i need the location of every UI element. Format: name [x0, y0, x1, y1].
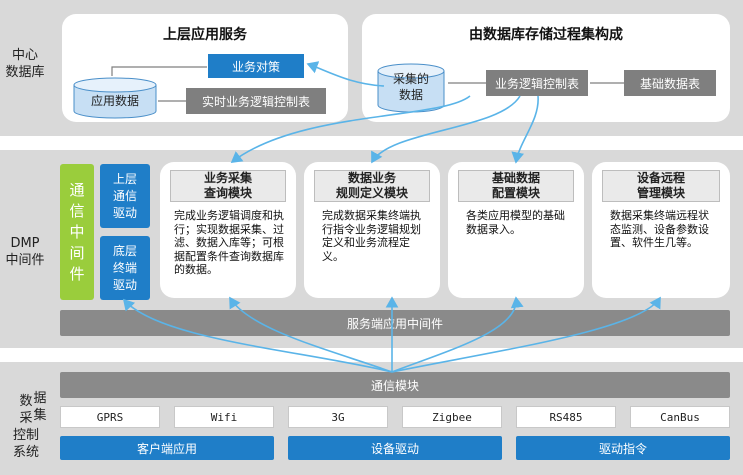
comm-module-bar: 通信模块: [60, 372, 730, 398]
app-data-label: 应用数据: [90, 94, 139, 108]
module-1-desc: 完成业务逻辑调度和执行；实现数据采集、过滤、数据入库等；可根据配置条件查询数据库…: [174, 209, 284, 276]
module-card-3: 基础数据配置模块 各类应用模型的基础数据录入。: [448, 162, 584, 298]
upper-app-service-panel: 上层应用服务 业务对策 应用数据 实时业务逻辑控制表: [62, 14, 348, 122]
app-data-cylinder: [73, 77, 157, 119]
lower-terminal-driver-box: 底层 终端 驱动: [100, 236, 150, 300]
protocol-canbus: CanBus: [630, 406, 730, 428]
protocol-wifi: Wifi: [174, 406, 274, 428]
device-driver-box: 设备驱动: [288, 436, 502, 460]
acquisition-layer-label: 数 采 控制 系统: [6, 390, 46, 464]
dmp-label-line2: 中间件: [5, 253, 45, 268]
module-4-title: 设备远程管理模块: [602, 170, 720, 202]
center-db-label-line1: 中心: [11, 48, 38, 63]
module-card-1: 业务采集查询模块 完成业务逻辑调度和执行；实现数据采集、过滤、数据入库等；可根据…: [160, 162, 296, 298]
protocol-zigbee: Zigbee: [402, 406, 502, 428]
protocol-rs485: RS485: [516, 406, 616, 428]
client-app-box: 客户端应用: [60, 436, 274, 460]
comm-middleware-bar: 通 信 中 间 件: [60, 164, 94, 300]
module-2-title: 数据业务规则定义模块: [314, 170, 430, 202]
acq-label-row2: 采: [19, 411, 33, 426]
acq-label-row4: 系统: [12, 445, 40, 460]
center-db-label-line2: 数据库: [5, 65, 45, 80]
protocol-3g: 3G: [288, 406, 388, 428]
module-3-desc: 各类应用模型的基础数据录入。: [466, 209, 565, 236]
upper-app-service-title: 上层应用服务: [163, 27, 247, 43]
module-4-desc: 数据采集终端远程状态监测、设备参数设置、软件生几等。: [610, 209, 709, 249]
acq-label-row1: 数: [19, 394, 33, 409]
protocol-gprs: GPRS: [60, 406, 160, 428]
server-middleware-bar: 服务端应用中间件: [60, 310, 730, 336]
base-data-table-box: 基础数据表: [624, 70, 716, 96]
stored-procedure-panel: 由数据库存储过程集构成 采集的 数据 业务逻辑控制表 基础数据表: [362, 14, 730, 122]
acq-label-extra: 据集: [33, 391, 47, 423]
collected-data-label: 采集的 数据: [392, 72, 429, 102]
acq-label-row3: 控制: [12, 428, 40, 443]
driver-command-box: 驱动指令: [516, 436, 730, 460]
business-strategy-box: 业务对策: [208, 54, 304, 78]
upper-comm-driver-box: 上层 通信 驱动: [100, 164, 150, 228]
module-1-title: 业务采集查询模块: [170, 170, 286, 202]
dmp-layer-label: DMP 中间件: [0, 232, 50, 272]
realtime-control-table-box: 实时业务逻辑控制表: [186, 88, 326, 114]
module-card-4: 设备远程管理模块 数据采集终端远程状态监测、设备参数设置、软件生几等。: [592, 162, 730, 298]
module-3-title: 基础数据配置模块: [458, 170, 574, 202]
stored-procedure-title: 由数据库存储过程集构成: [469, 27, 623, 43]
module-card-2: 数据业务规则定义模块 完成数据采集终端执行指令业务逻辑规划定义和业务流程定义。: [304, 162, 440, 298]
module-2-desc: 完成数据采集终端执行指令业务逻辑规划定义和业务流程定义。: [322, 209, 421, 263]
dmp-label-line1: DMP: [10, 236, 40, 251]
center-db-layer-label: 中心 数据库: [0, 44, 50, 84]
business-logic-table-box: 业务逻辑控制表: [486, 70, 588, 96]
